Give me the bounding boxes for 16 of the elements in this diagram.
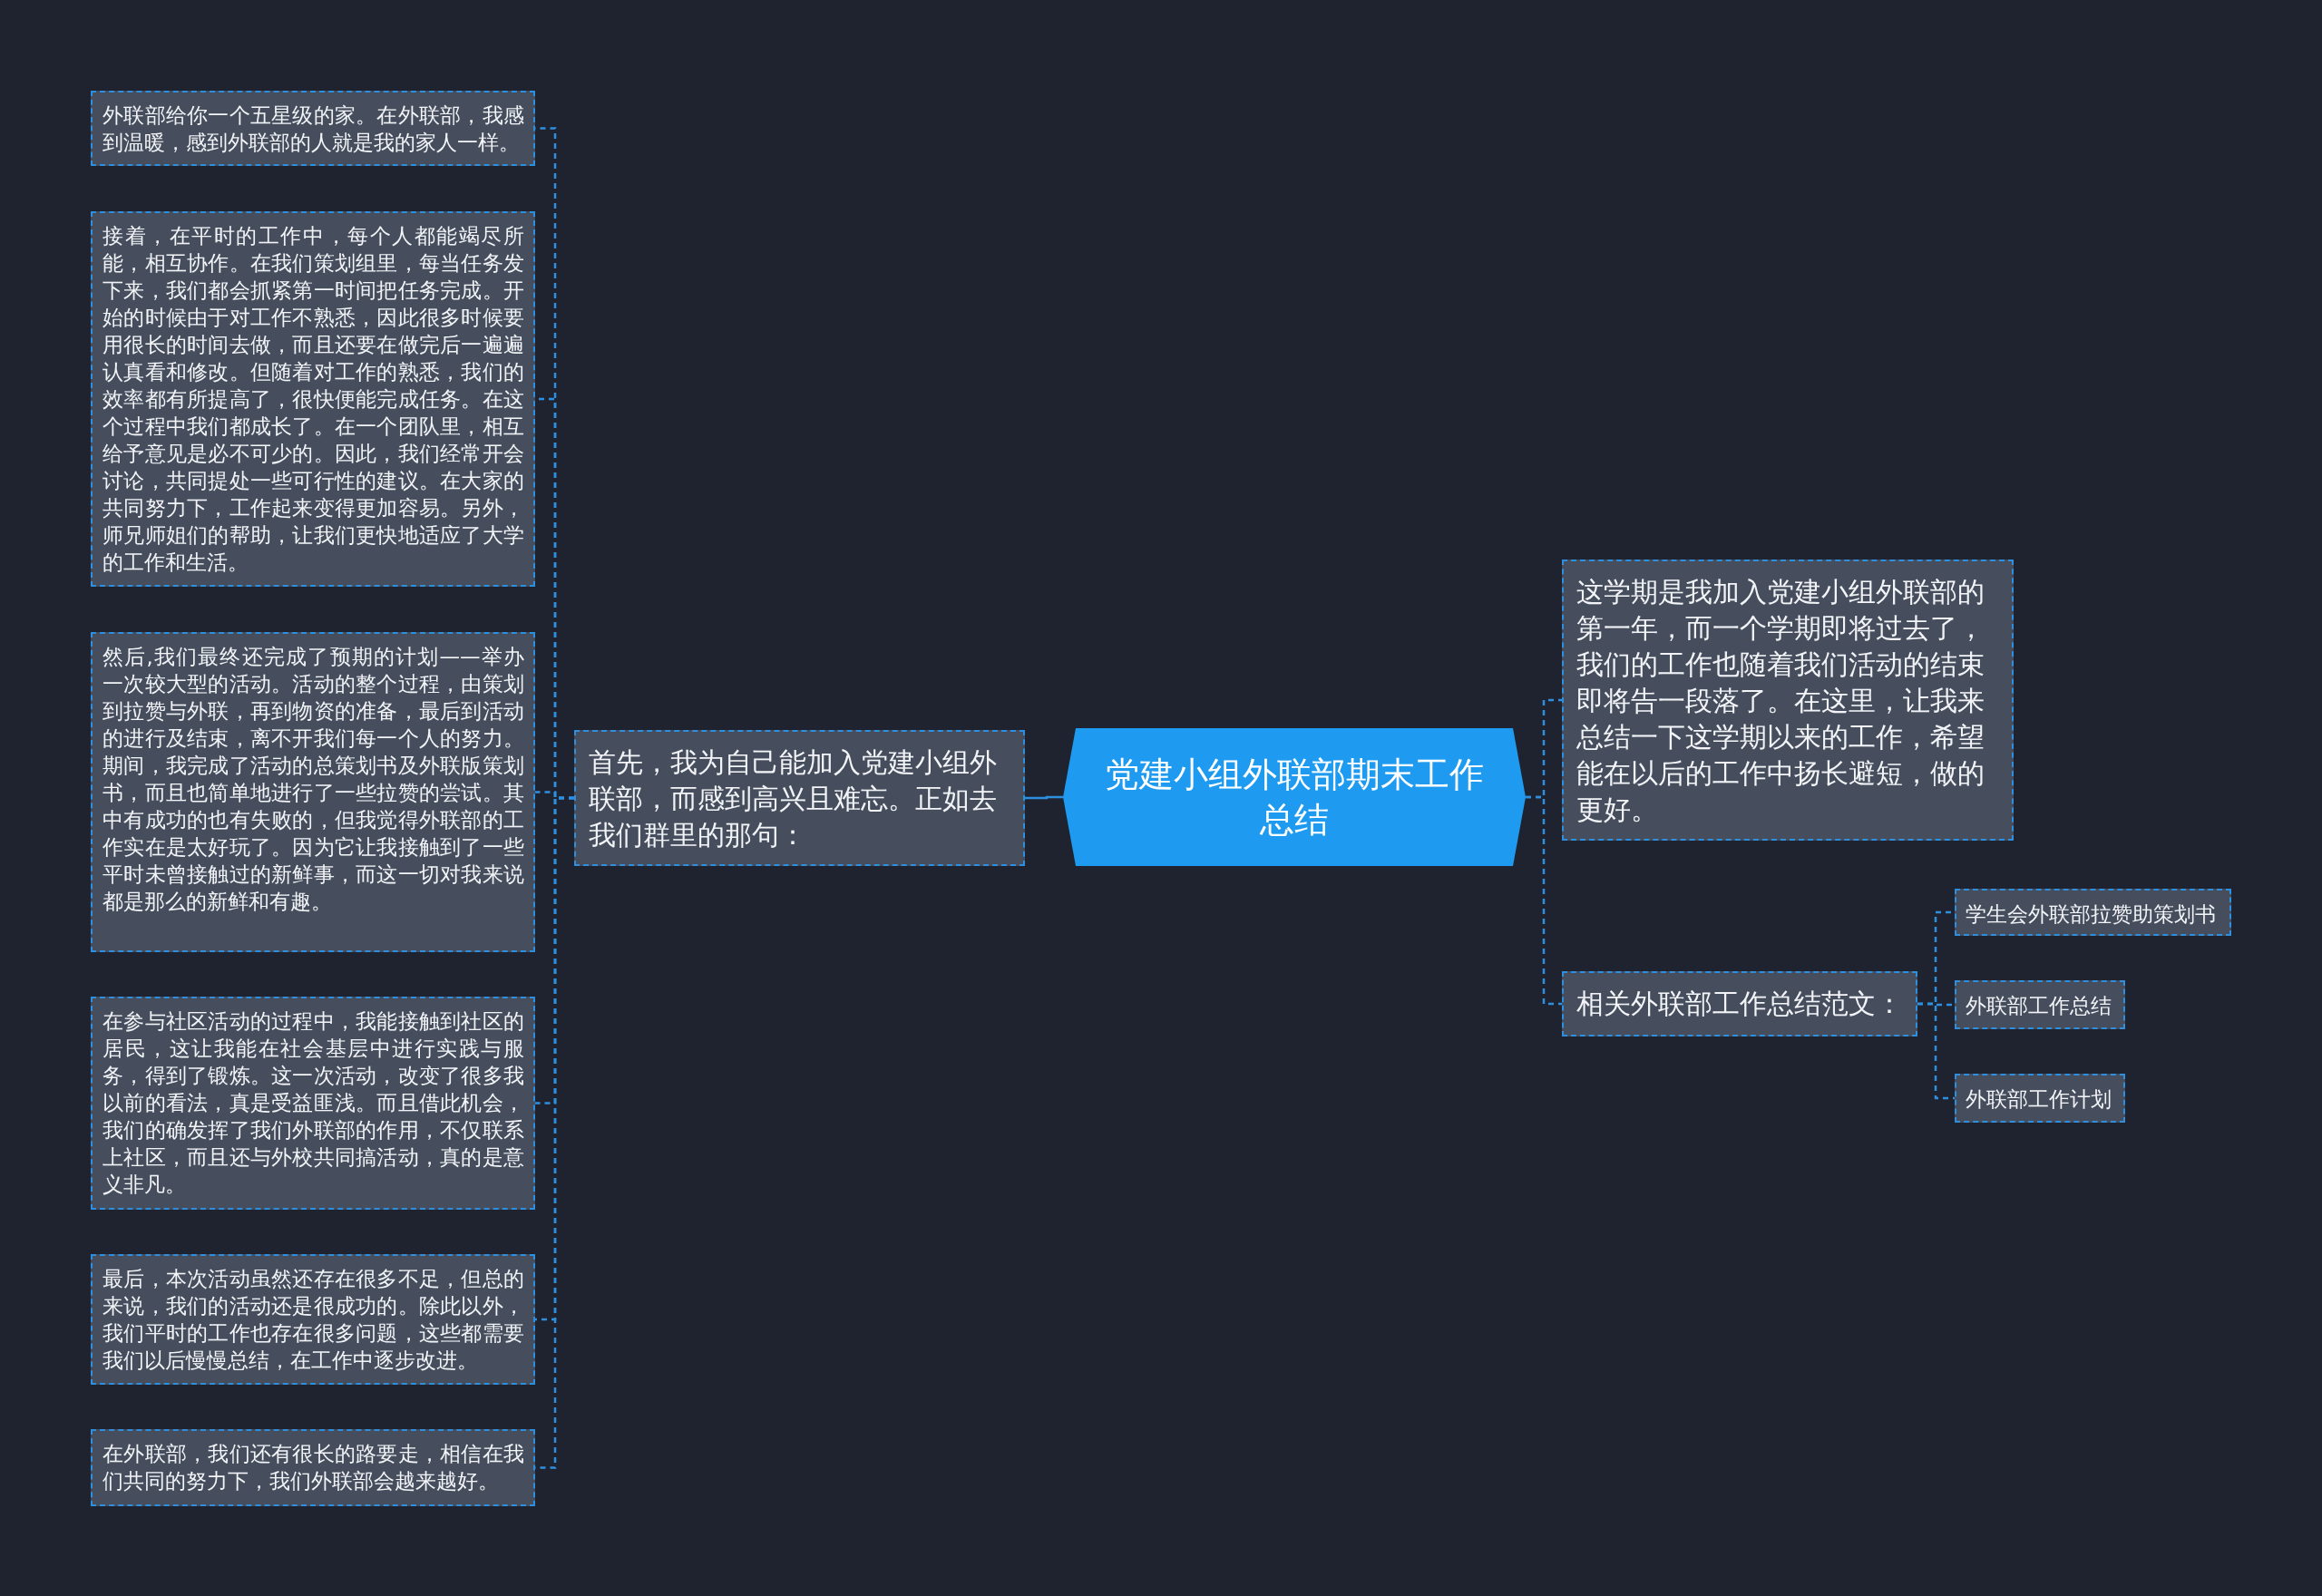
text-box: 接着，在平时的工作中，每个人都能竭尽所能，相互协作。在我们策划组里，每当任务发下来，我们都会抓紧第一时间把任务完成。开始的时候由于对工作不熟悉，因此很多时候要用很长的时间去做，而且还要在做完后一遍遍认真看和修改。但随着对工作的熟悉，我们的效率都有所提高了，很快便能完成任务。在这个过程中我们都成长了。在一个团队里，相互给予意见是必不可少的。因此，我们经常开会讨论，共同提处一些可行性的建议。在大家的共同努力下，工作起来变得更加容易。另外，师兄师姐们的帮助，让我们更快地适应了大学的工作和生活。 xyxy=(91,211,535,587)
topic-box: 外联部工作总结 xyxy=(1955,980,2125,1029)
text-box: 在外联部，我们还有很长的路要走，相信在我们共同的努力下，我们外联部会越来越好。 xyxy=(91,1429,535,1506)
connector xyxy=(1025,795,1063,800)
topic-box: 外联部工作计划 xyxy=(1955,1074,2125,1123)
topic-box: 学生会外联部拉赞助策划书 xyxy=(1955,889,2231,936)
title-node: 党建小组外联部期末工作总结 xyxy=(1063,728,1526,866)
topic-box: 相关外联部工作总结范文： xyxy=(1562,971,1917,1036)
text-box: 在参与社区活动的过程中，我能接触到社区的居民，这让我能在社会基层中进行实践与服务，得到了锻炼。这一次活动，改变了很多我以前的看法，真是受益匪浅。而且借此机会，我们的确发挥了我们外联部的作用，不仅联系上社区，而且还与外校共同搞活动，真的是意义非凡。 xyxy=(91,997,535,1210)
connector xyxy=(1526,795,1562,1006)
connector xyxy=(1917,1002,1955,1100)
topic-box: 首先，我为自己能加入党建小组外联部，而感到高兴且难忘。正如去我们群里的那句： xyxy=(574,730,1025,866)
topic-box: 这学期是我加入党建小组外联部的第一年，而一个学期即将过去了，我们的工作也随着我们活动的结束即将告一段落了。在这里，让我来总结一下这学期以来的工作，希望能在以后的工作中扬长避短，做的更好。 xyxy=(1562,560,2014,841)
text-box: 然后,我们最终还完成了预期的计划——举办一次较大型的活动。活动的整个过程，由策划到拉赞与外联，再到物资的准备，最后到活动的进行及结束，离不开我们每一个人的努力。期间，我完成了活动的总策划书及外联版策划书，而且也简单地进行了一些拉赞的尝试。其中有成功的也有失败的，但我觉得外联部的工作实在是太好玩了。因为它让我接触到了一些平时未曾接触过的新鲜事，而这一切对我来说都是那么的新鲜和有趣。 xyxy=(91,632,535,952)
text-box: 最后，本次活动虽然还存在很多不足，但总的来说，我们的活动还是很成功的。除此以外，我们平时的工作也存在很多问题，这些都需要我们以后慢慢总结，在工作中逐步改进。 xyxy=(91,1254,535,1385)
text-box: 外联部给你一个五星级的家。在外联部，我感到温暖，感到外联部的人就是我的家人一样。 xyxy=(91,91,535,166)
